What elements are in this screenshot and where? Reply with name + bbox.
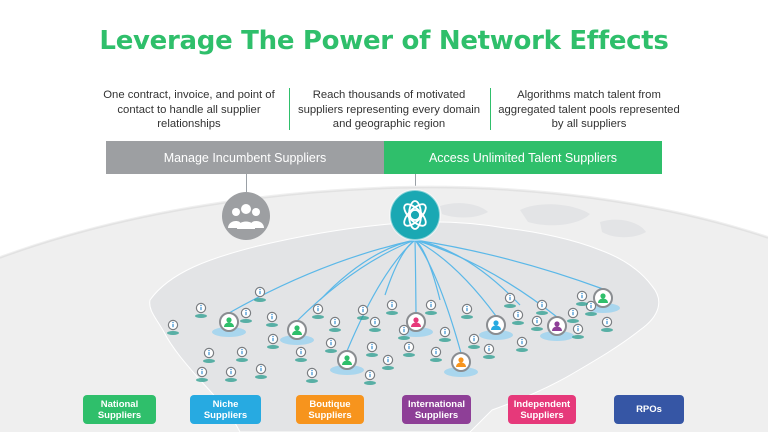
info-pin-icon [531,315,543,331]
feature-divider [289,88,290,130]
network-line [228,239,416,314]
info-pin-icon [425,299,437,315]
info-pin-icon [536,299,548,315]
network-line [414,239,497,317]
info-pin-icon [254,286,266,302]
category-badge: Boutique Suppliers [296,395,364,424]
supplier-marker-icon [593,288,613,308]
supplier-marker-icon [337,350,357,370]
category-badge: Independent Suppliers [508,395,576,424]
feature-single-contract: One contract, invoice, and point of cont… [103,89,275,130]
category-badge: Niche Suppliers [190,395,261,424]
info-pin-icon [196,366,208,382]
category-badge: RPOs [614,395,684,424]
info-pin-icon [225,366,237,382]
info-pin-icon [167,319,179,335]
network-line [384,239,416,296]
info-pin-icon [430,346,442,362]
info-pin-icon [398,324,410,340]
info-pin-icon [255,363,267,379]
access-talent-bar: Access Unlimited Talent Suppliers [384,141,662,174]
info-pin-icon [369,316,381,332]
island-shape [520,204,590,226]
network-line [296,239,416,322]
supplier-marker-icon [406,312,426,332]
network-line [414,239,441,301]
info-pin-icon [267,333,279,349]
island-shape [440,203,488,218]
info-pin-icon [364,369,376,385]
info-pin-icon [461,303,473,319]
globe-horizon [0,186,768,259]
info-pin-icon [312,303,324,319]
network-line [414,239,417,314]
info-pin-icon [195,302,207,318]
info-pin-icon [439,326,451,342]
supplier-marker-icon [547,316,567,336]
page-title: Leverage The Power of Network Effects [99,26,669,56]
info-pin-icon [295,346,307,362]
category-badge: International Suppliers [402,395,471,424]
feature-divider [490,88,491,130]
info-pin-icon [386,299,398,315]
info-pin-icon [306,367,318,383]
network-line [414,239,462,354]
info-pin-icon [572,323,584,339]
info-pin-icon [329,316,341,332]
feature-algorithm-matching: Algorithms match talent from aggregated … [498,89,680,130]
info-pin-icon [504,292,516,308]
info-pin-icon [203,347,215,363]
feature-reach-suppliers: Reach thousands of motivated suppliers r… [297,89,481,130]
info-pin-icon [236,346,248,362]
info-pin-icon [601,316,613,332]
feature-row: One contract, invoice, and point of cont… [92,88,680,136]
manage-incumbent-bar: Manage Incumbent Suppliers [106,141,384,174]
supplier-markers [219,288,613,372]
network-hub-icon [389,189,441,241]
info-pin-icon [325,337,337,353]
info-pin-icon [516,336,528,352]
info-pin-icon [576,290,588,306]
info-pin-icon [366,341,378,357]
people-group-icon [222,192,270,240]
info-pin-icon [403,341,415,357]
supplier-marker-icon [219,312,239,332]
info-pin-icon [483,343,495,359]
island-shape [600,219,646,238]
info-pin-icon [382,354,394,370]
info-pin-icon [468,333,480,349]
supplier-marker-icon [486,315,506,335]
info-pin-icon [240,307,252,323]
bar-connector [246,174,247,192]
info-pin-icon [585,300,597,316]
info-pin-icon [512,309,524,325]
supplier-pins [167,286,613,385]
category-badge: National Suppliers [83,395,156,424]
info-pin-icon [266,311,278,327]
network-line [319,239,416,301]
bar-connector [415,174,416,192]
supplier-marker-icon [287,320,307,340]
supplier-marker-icon [451,352,471,372]
network-line [414,239,604,290]
info-pin-icon [357,304,369,320]
info-pin-icon [567,307,579,323]
